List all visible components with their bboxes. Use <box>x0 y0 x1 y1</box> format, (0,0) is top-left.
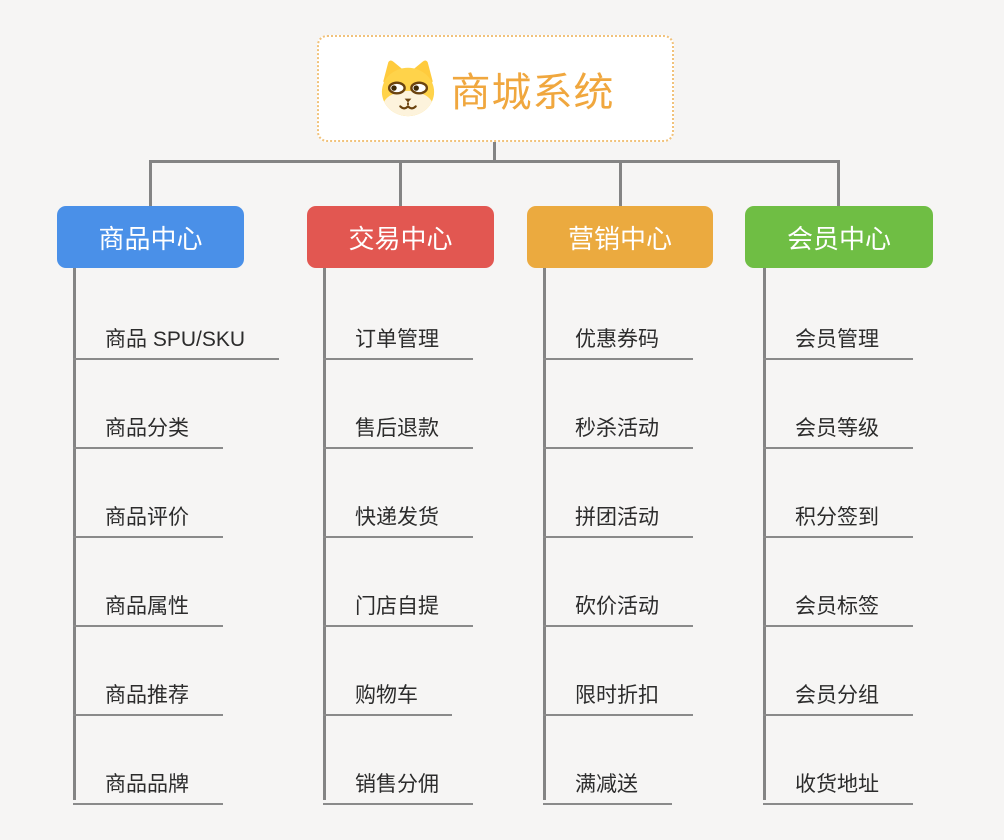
leaf-node[interactable]: 会员分组 <box>763 674 913 716</box>
leaf-node[interactable]: 砍价活动 <box>543 585 693 627</box>
leaf-node[interactable]: 商品推荐 <box>73 674 223 716</box>
connector-drop-branch-0 <box>149 160 152 206</box>
leaf-node[interactable]: 拼团活动 <box>543 496 693 538</box>
connector-drop-branch-1 <box>399 160 402 206</box>
leaf-node[interactable]: 会员管理 <box>763 318 913 360</box>
connector-vertical-branch-2 <box>543 268 546 800</box>
leaf-node[interactable]: 收货地址 <box>763 763 913 805</box>
branch-node-marketing-center[interactable]: 营销中心 <box>527 206 713 268</box>
leaf-node[interactable]: 会员等级 <box>763 407 913 449</box>
connector-root-stub <box>493 142 496 162</box>
leaf-node[interactable]: 快递发货 <box>323 496 473 538</box>
root-node-title: 商城系统 <box>450 70 615 115</box>
connector-drop-branch-2 <box>619 160 622 206</box>
connector-vertical-branch-1 <box>323 268 326 800</box>
leaf-node[interactable]: 商品 SPU/SKU <box>73 318 280 360</box>
branch-node-member-center[interactable]: 会员中心 <box>745 206 933 268</box>
leaf-node[interactable]: 商品品牌 <box>73 763 223 805</box>
leaf-node[interactable]: 商品分类 <box>73 407 223 449</box>
leaf-node[interactable]: 售后退款 <box>323 407 473 449</box>
connector-vertical-branch-3 <box>763 268 766 800</box>
leaf-node[interactable]: 门店自提 <box>323 585 473 627</box>
leaf-node[interactable]: 限时折扣 <box>543 674 693 716</box>
branch-node-product-center[interactable]: 商品中心 <box>57 206 244 268</box>
leaf-node[interactable]: 积分签到 <box>763 496 913 538</box>
leaf-node[interactable]: 秒杀活动 <box>543 407 693 449</box>
leaf-node[interactable]: 订单管理 <box>323 318 473 360</box>
leaf-node[interactable]: 会员标签 <box>763 585 913 627</box>
leaf-node[interactable]: 购物车 <box>323 674 452 716</box>
connector-horizontal <box>149 160 840 163</box>
leaf-node[interactable]: 商品评价 <box>73 496 223 538</box>
connector-vertical-branch-0 <box>73 268 76 800</box>
leaf-node[interactable]: 销售分佣 <box>323 763 473 805</box>
leaf-node[interactable]: 满减送 <box>543 763 672 805</box>
dog-face-icon <box>381 60 434 116</box>
branch-node-trade-center[interactable]: 交易中心 <box>307 206 494 268</box>
leaf-node[interactable]: 商品属性 <box>73 585 223 627</box>
connector-drop-branch-3 <box>837 160 840 206</box>
leaf-node[interactable]: 优惠券码 <box>543 318 693 360</box>
root-node-mall-system[interactable]: 商城系统 <box>317 35 674 142</box>
